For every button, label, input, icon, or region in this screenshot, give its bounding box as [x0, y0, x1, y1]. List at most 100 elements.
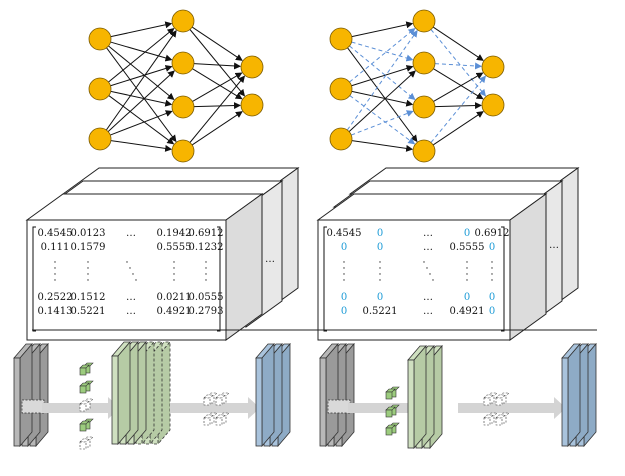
output-feature-map	[255, 357, 263, 447]
matrix-zero-cell: 0	[341, 292, 347, 303]
vertical-dots	[173, 267, 175, 269]
pruned-connection	[351, 41, 414, 62]
vertical-dots	[466, 261, 468, 263]
kernel-top	[215, 414, 226, 419]
diagonal-dots	[129, 267, 131, 269]
vertical-dots	[343, 267, 345, 269]
neuron	[240, 55, 264, 79]
connection	[191, 111, 243, 146]
connection	[347, 47, 418, 143]
neuron	[240, 93, 264, 117]
matrix-cell: 0.6912	[475, 228, 510, 239]
kernel-top	[203, 394, 214, 399]
connection	[193, 62, 242, 70]
matrix-cell: 0.1413	[38, 306, 73, 317]
kernel	[215, 397, 223, 406]
vertical-dots	[54, 261, 56, 263]
middle-feature-map-side	[117, 340, 131, 446]
neuron	[481, 55, 505, 79]
vertical-dots	[54, 267, 56, 269]
input-feature-map-side	[325, 342, 339, 448]
vertical-dots	[466, 273, 468, 275]
kernel	[495, 397, 503, 406]
neuron	[171, 139, 195, 163]
flow-arrow	[348, 397, 426, 419]
matrix-cell: …	[126, 228, 136, 239]
vertical-dots	[54, 279, 56, 281]
vertical-dots	[466, 279, 468, 281]
vertical-dots	[87, 273, 89, 275]
matrix-cell: 0.5221	[363, 306, 398, 317]
neuron	[171, 95, 195, 119]
neuron	[88, 27, 112, 51]
connection	[351, 65, 414, 87]
neuron	[412, 51, 436, 75]
matrix-cell: …	[423, 228, 433, 239]
output-feature-map	[561, 357, 569, 447]
connection	[110, 140, 173, 152]
connection	[432, 26, 484, 61]
pruned-conv-pipeline	[319, 342, 597, 450]
vertical-dots	[205, 261, 207, 263]
kernel	[203, 417, 211, 426]
connection	[433, 68, 484, 100]
receptive-field	[327, 399, 351, 414]
kernel	[483, 417, 491, 426]
dense-network	[88, 9, 264, 163]
matrix-cell: 0.1942	[157, 228, 192, 239]
connection	[433, 72, 484, 102]
neuron	[171, 9, 195, 33]
vertical-dots	[173, 273, 175, 275]
connection	[110, 21, 173, 38]
matrix-zero-cell: 0	[464, 228, 470, 239]
vertical-dots	[173, 279, 175, 281]
kernel-top	[79, 400, 90, 405]
neuron	[88, 77, 112, 101]
matrix-zero-cell: 0	[377, 292, 383, 303]
matrix-zero-cell: 0	[341, 306, 347, 317]
kernel	[495, 417, 503, 426]
connection	[432, 111, 484, 146]
dense-matrix-front	[26, 219, 227, 341]
connection	[434, 102, 483, 110]
matrix-zero-cell: 0	[489, 292, 495, 303]
middle-feature-map-side	[413, 344, 427, 450]
flow-arrow	[458, 397, 566, 419]
pruned-network	[329, 9, 505, 163]
vertical-dots	[205, 267, 207, 269]
kernel	[483, 397, 491, 406]
middle-feature-map	[407, 359, 415, 449]
pruned-connection	[430, 29, 487, 97]
neuron	[329, 77, 353, 101]
matrix-cell: …	[423, 292, 433, 303]
pruned-connection	[346, 29, 418, 131]
sparse-matrix-front	[317, 219, 511, 341]
matrix-zero-cell: 0	[341, 242, 347, 253]
connection	[108, 95, 175, 145]
matrix-cell: 0.2522	[38, 292, 73, 303]
vertical-dots	[173, 261, 175, 263]
vertical-dots	[343, 261, 345, 263]
diagonal-dots	[126, 261, 128, 263]
middle-feature-map	[111, 355, 119, 445]
vertical-dots	[379, 267, 381, 269]
connection	[110, 90, 173, 107]
kernel	[385, 391, 393, 400]
connection	[110, 110, 173, 136]
kernel	[79, 367, 87, 376]
pruned-connection	[434, 62, 483, 70]
matrix-cell: 0.111	[41, 242, 70, 253]
connection	[189, 75, 246, 143]
connection	[348, 70, 416, 132]
connection	[189, 29, 246, 97]
connection	[351, 21, 414, 38]
kernel-top	[483, 394, 494, 399]
matrix-cell: 0.4545	[38, 228, 73, 239]
diagonal-dots	[423, 261, 425, 263]
matrix-cell: 0.4921	[450, 306, 485, 317]
matrix-zero-cell: 0	[464, 292, 470, 303]
pruned-connection	[430, 75, 487, 143]
output-feature-map-side	[261, 342, 275, 448]
